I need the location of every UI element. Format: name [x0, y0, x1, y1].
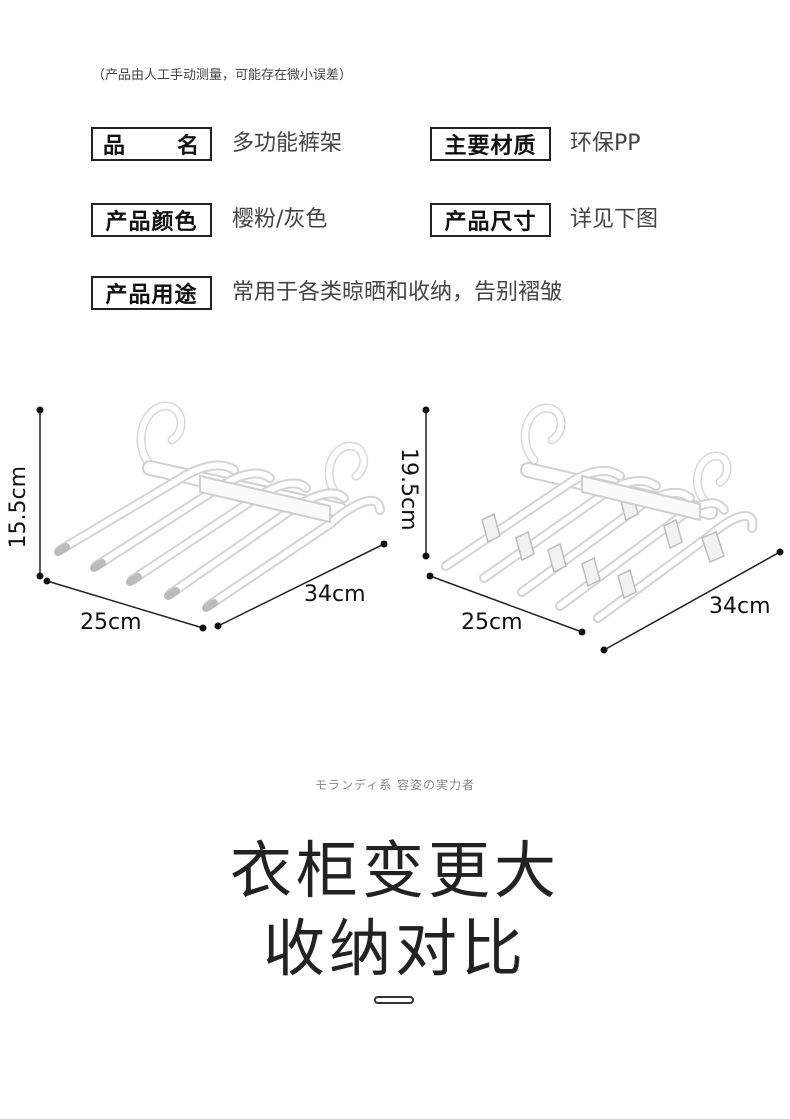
section-divider-pill	[374, 996, 414, 1004]
spec-label-material: 主要材质	[430, 127, 551, 161]
left-height-label: 15.5cm	[6, 466, 31, 549]
measurement-note: （产品由人工手动测量，可能存在微小误差）	[92, 68, 353, 83]
spec-value-size: 详见下图	[570, 207, 659, 232]
right-hanger-illustration	[422, 403, 784, 654]
spec-label-size: 产品尺寸	[430, 203, 551, 237]
spec-label-name-b: 名	[176, 134, 200, 159]
spec-value-usage: 常用于各类晾晒和收纳，告别褶皱	[232, 280, 563, 305]
headline-line-1: 衣柜变更大	[229, 834, 560, 907]
spec-label-color: 产品颜色	[91, 203, 212, 237]
spec-value-color: 樱粉/灰色	[232, 207, 328, 232]
spec-label-name: 品 名	[91, 127, 212, 161]
left-hanger-illustration	[36, 401, 388, 632]
right-depth-label: 34cm	[709, 594, 771, 619]
spec-value-name: 多功能裤架	[232, 131, 343, 156]
spec-value-material: 环保PP	[570, 131, 641, 156]
spec-label-usage: 产品用途	[91, 276, 212, 310]
left-width-label: 25cm	[80, 610, 142, 635]
headline-line-2: 收纳对比	[262, 912, 527, 985]
right-height-label: 19.5cm	[396, 448, 421, 531]
spec-label-name-a: 品	[103, 134, 127, 159]
tagline: モランディ系 容姿の実力者	[315, 778, 475, 792]
left-depth-label: 34cm	[304, 582, 366, 607]
hanger-illustrations	[36, 401, 784, 654]
right-width-label: 25cm	[461, 610, 523, 635]
